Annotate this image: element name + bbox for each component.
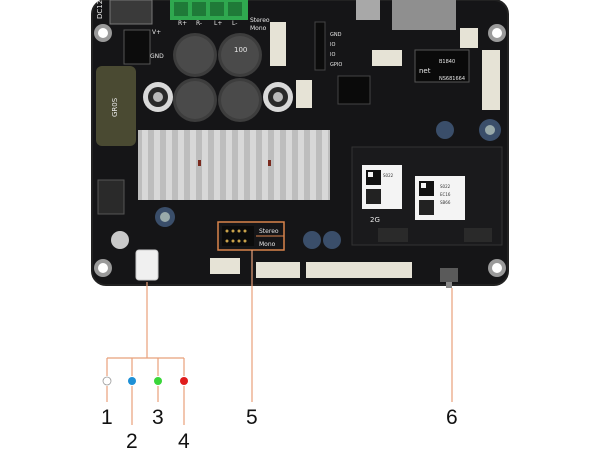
left-edge-label: DC12 <box>96 0 104 19</box>
module-logo: net <box>419 67 431 75</box>
terminal-label-l-plus: L+ <box>214 20 222 27</box>
callout-6: 6 <box>446 406 458 429</box>
callout-lines <box>106 250 453 425</box>
rgb-led <box>135 249 159 281</box>
gpio-label-io1: IO <box>330 42 335 48</box>
bottom-connector-c <box>306 262 412 278</box>
gpio-label-io2: IO <box>330 52 335 58</box>
capacitors <box>111 82 501 249</box>
led-dot-white <box>102 376 112 386</box>
coil-inductors: 100 <box>173 33 262 122</box>
terminal-label-stereo: Stereo <box>250 17 270 24</box>
bottom-connector-a <box>210 258 240 274</box>
inductor <box>96 66 136 146</box>
led-dot-red <box>180 377 188 385</box>
callout-1: 1 <box>101 406 113 429</box>
network-chip <box>414 49 470 83</box>
side-button <box>440 268 458 282</box>
terminal-label-l-minus: L- <box>232 20 237 27</box>
dc-jack <box>109 0 153 25</box>
led-dot-green <box>154 377 162 385</box>
gpio-label-gpio: GPIO <box>330 62 342 68</box>
wifi-module: S022 S022 EC16 SB66 2G <box>351 146 503 246</box>
led-dot-blue <box>128 377 136 385</box>
inductor-text: GR0S <box>111 97 119 117</box>
mounting-holes <box>94 24 506 277</box>
power-label-vplus: V+ <box>152 29 161 36</box>
module-chip-text-1: B1840 <box>439 59 455 65</box>
terminal-label-mono: Mono <box>250 25 267 32</box>
coil-text: 100 <box>234 46 247 54</box>
callout-3: 3 <box>152 406 164 429</box>
callout-2: 2 <box>126 430 138 453</box>
mode-jumper: Stereo Mono <box>217 221 285 251</box>
callout-4: 4 <box>178 430 190 453</box>
gpio-label-gnd: GND <box>330 32 342 38</box>
bottom-connector-b <box>256 262 300 278</box>
terminal-label-r-minus: R- <box>196 20 202 27</box>
power-label-gnd: GND <box>150 53 164 60</box>
callout-5: 5 <box>246 406 258 429</box>
qr-text-1: S022 <box>440 184 451 189</box>
qr-text-a: S022 <box>383 173 394 178</box>
jumper-label-mono: Mono <box>259 241 276 248</box>
wifi-label: 2G <box>370 216 380 224</box>
heatsink <box>138 130 330 200</box>
dsp-chip <box>337 75 371 105</box>
qr-text-3: SB66 <box>440 200 451 205</box>
jumper-label-stereo: Stereo <box>259 228 279 235</box>
terminal-label-r-plus: R+ <box>178 20 187 27</box>
qr-text-2: EC16 <box>440 192 451 197</box>
module-chip-text-2: NS681664 <box>439 76 465 82</box>
